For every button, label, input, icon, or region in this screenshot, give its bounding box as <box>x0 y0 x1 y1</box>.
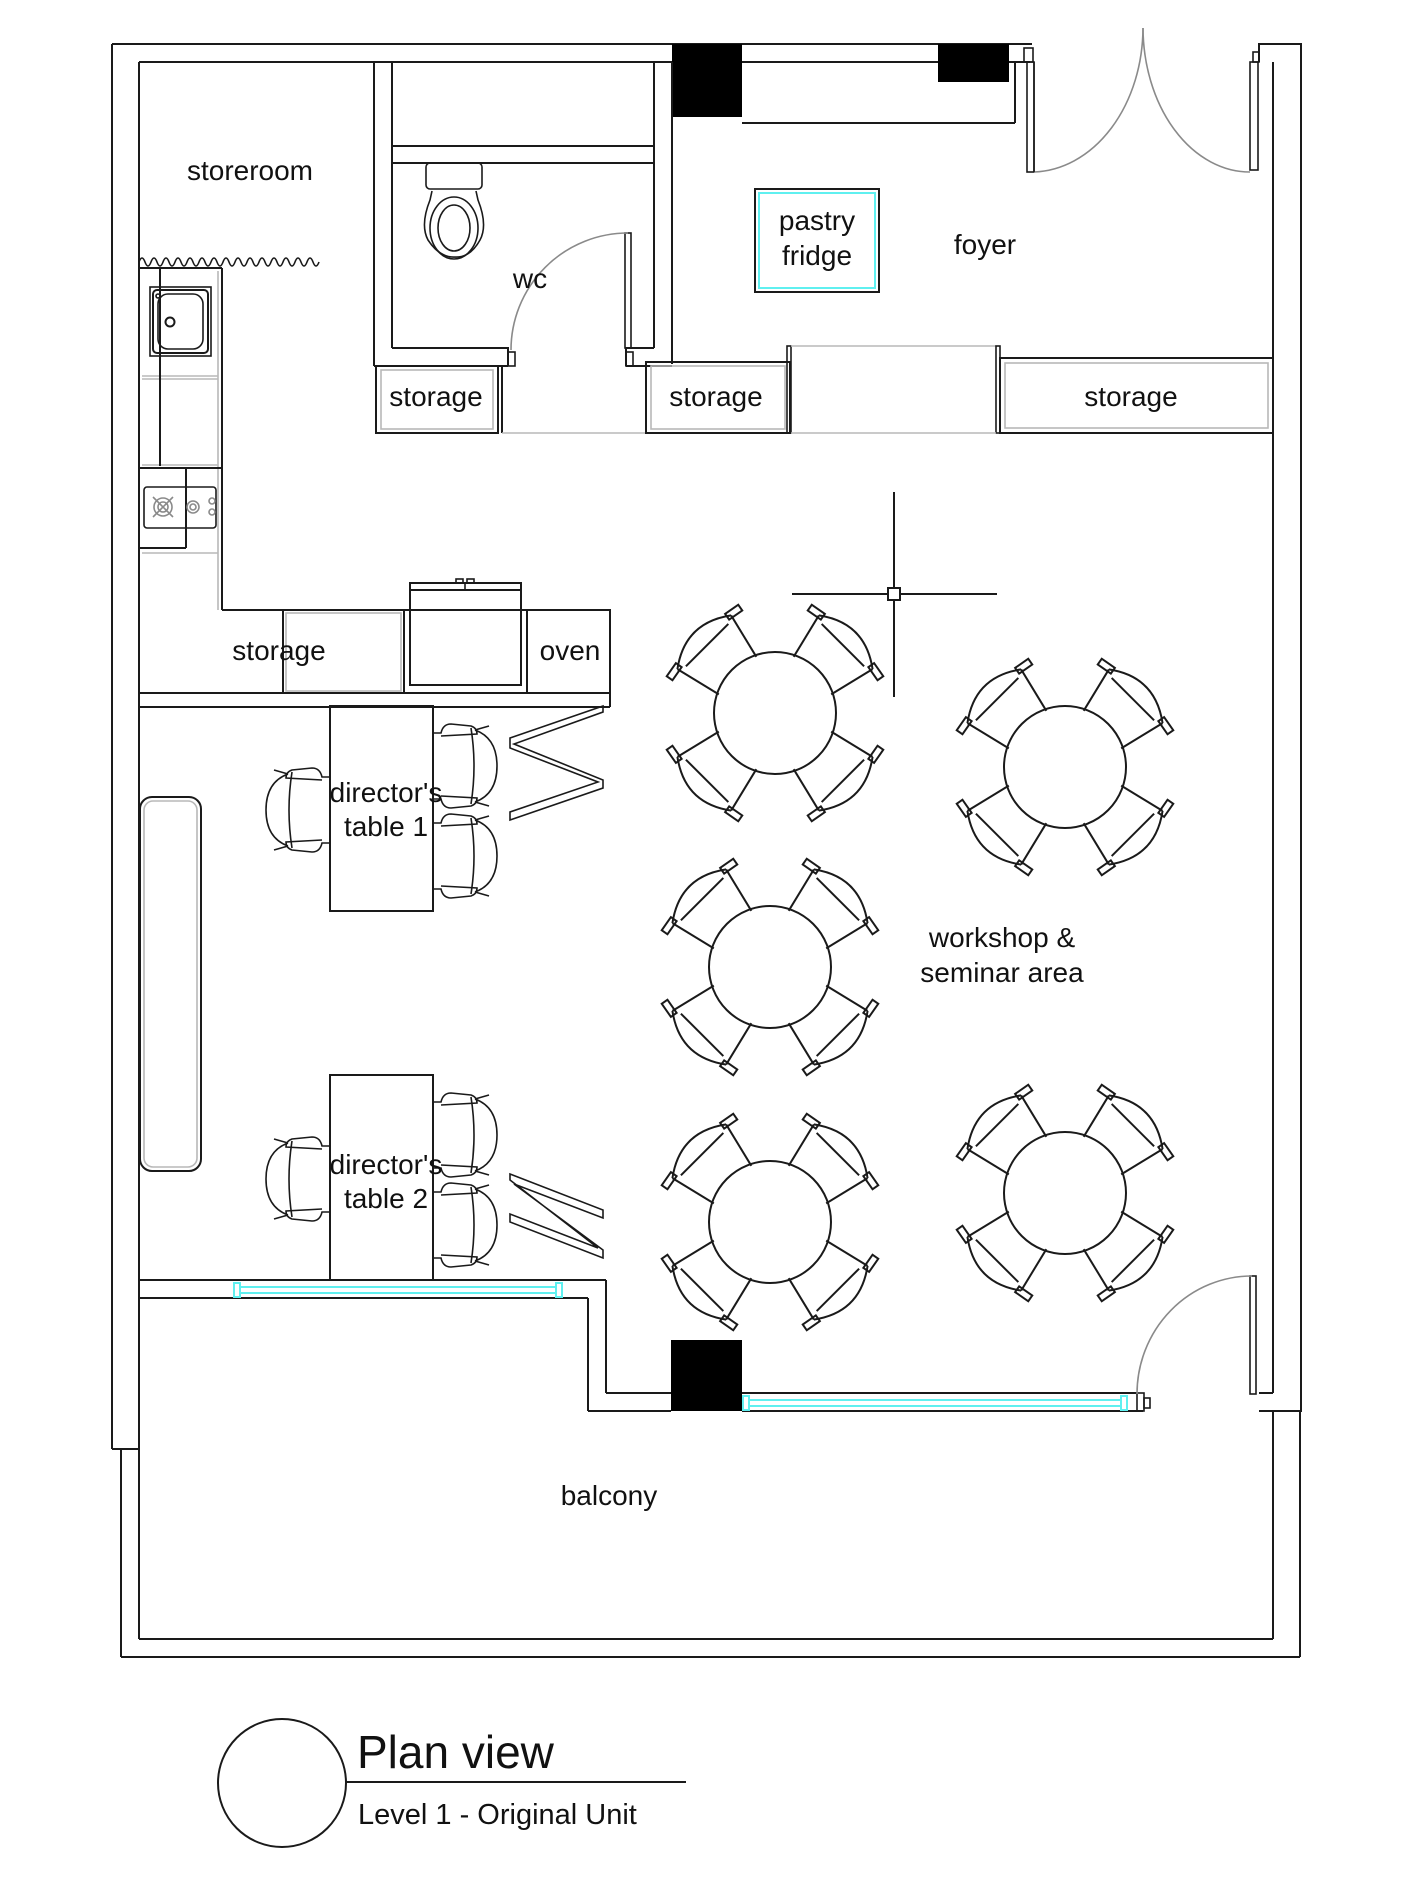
label-storage: storage <box>1084 381 1177 412</box>
director-table-set <box>265 1074 498 1281</box>
round-table-set <box>665 603 885 823</box>
bench <box>139 796 202 1172</box>
storeroom-curtain <box>138 257 320 267</box>
crosshair-marker <box>792 492 997 697</box>
director-tables <box>265 705 498 1281</box>
structural-column <box>938 44 1009 82</box>
drawing-subtitle: Level 1 - Original Unit <box>358 1799 637 1831</box>
cooktop-icon <box>143 486 217 529</box>
chair-icon <box>792 730 885 823</box>
chair-icon <box>787 1239 880 1332</box>
chair-icon <box>955 1083 1048 1176</box>
outer-walls <box>111 43 1302 1658</box>
chair-icon <box>660 1239 753 1332</box>
round-tables <box>660 603 1175 1332</box>
chair-icon <box>665 603 758 696</box>
folding-screen <box>509 704 604 1260</box>
pastry-fridge <box>754 188 880 293</box>
label-wc: wc <box>512 263 547 294</box>
label-pastry-fridge: pastry <box>779 205 855 236</box>
chair-icon <box>1082 1083 1175 1176</box>
storage-row <box>375 345 1274 434</box>
chair-icon <box>955 784 1048 877</box>
round-table <box>713 651 837 775</box>
chair-icon <box>265 767 330 853</box>
drawing-title: Plan view <box>357 1726 555 1778</box>
label-balcony: balcony <box>561 1480 658 1511</box>
wc-room <box>373 62 673 367</box>
label-storeroom: storeroom <box>187 155 313 186</box>
window <box>233 1282 563 1298</box>
round-table-set <box>955 1083 1175 1303</box>
chair-icon <box>955 657 1048 750</box>
top-structure <box>672 44 1035 173</box>
label-pastry-fridge-2: fridge <box>782 240 852 271</box>
toilet-icon <box>423 162 485 260</box>
label-oven: oven <box>540 635 601 666</box>
label-workshop-b: seminar area <box>920 957 1084 988</box>
chair-icon <box>433 813 498 899</box>
lower-walls <box>139 1279 1151 1412</box>
round-table-set <box>660 1112 880 1332</box>
label-director-table-2-b: table 2 <box>344 1183 428 1214</box>
room-labels: storeroom wc pastry fridge foyer storage… <box>187 155 1178 1511</box>
label-workshop: workshop & <box>928 922 1076 953</box>
title-circle <box>217 1718 347 1848</box>
chair-icon <box>1082 1210 1175 1303</box>
round-table-set <box>660 857 880 1077</box>
director-table <box>329 705 434 912</box>
structural-column <box>671 1340 742 1411</box>
sink-icon <box>149 286 212 357</box>
label-storage-kitchen: storage <box>232 635 325 666</box>
chair-icon <box>660 984 753 1077</box>
chair-icon <box>787 984 880 1077</box>
round-table <box>1003 705 1127 829</box>
label-director-table-1: director's <box>330 777 443 808</box>
label-director-table-1-b: table 1 <box>344 811 428 842</box>
chair-icon <box>792 603 885 696</box>
round-table-set <box>955 657 1175 877</box>
chair-icon <box>1082 784 1175 877</box>
chair-icon <box>433 1182 498 1268</box>
chair-icon <box>660 857 753 950</box>
round-table <box>708 1160 832 1284</box>
label-director-table-2: director's <box>330 1149 443 1180</box>
structural-column <box>672 44 742 117</box>
chair-icon <box>433 1092 498 1178</box>
chair-icon <box>665 730 758 823</box>
round-table <box>1003 1131 1127 1255</box>
round-table <box>708 905 832 1029</box>
title-block: Plan view Level 1 - Original Unit <box>217 1718 686 1848</box>
chair-icon <box>1082 657 1175 750</box>
label-storage: storage <box>389 381 482 412</box>
chair-icon <box>787 1112 880 1205</box>
label-foyer: foyer <box>954 229 1016 260</box>
chair-icon <box>955 1210 1048 1303</box>
director-table-set <box>265 705 498 912</box>
chair-icon <box>265 1136 330 1222</box>
chair-icon <box>787 857 880 950</box>
label-storage: storage <box>669 381 762 412</box>
balcony-door[interactable] <box>1136 1275 1257 1395</box>
chair-icon <box>660 1112 753 1205</box>
window <box>742 1392 1137 1411</box>
entrance-double-door[interactable] <box>1033 27 1251 173</box>
chair-icon <box>433 723 498 809</box>
